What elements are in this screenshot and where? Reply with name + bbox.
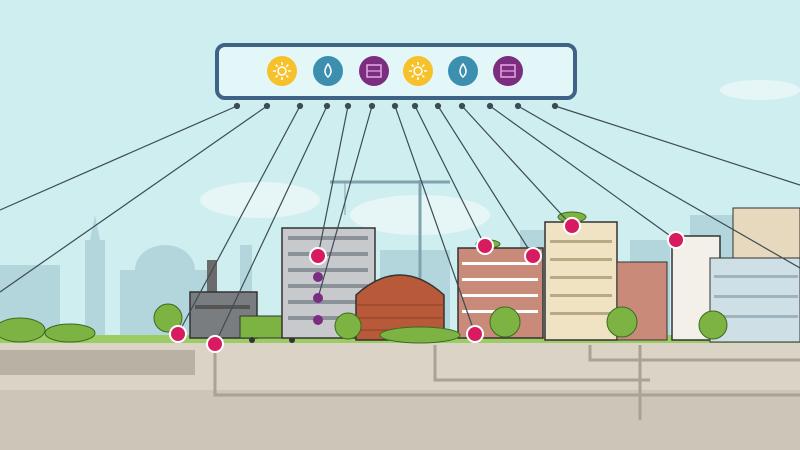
connector-dot bbox=[368, 102, 376, 110]
sensor-node bbox=[667, 231, 685, 249]
connection-line bbox=[214, 105, 328, 345]
water-drop-icon bbox=[448, 56, 478, 86]
connector-dot bbox=[486, 102, 494, 110]
connection-line bbox=[0, 105, 238, 211]
connector-dot bbox=[296, 102, 304, 110]
connector-dot bbox=[411, 102, 419, 110]
resource-panel bbox=[215, 43, 577, 100]
waste-sensor-node bbox=[313, 272, 323, 282]
connection-line bbox=[554, 105, 800, 186]
connection-line bbox=[317, 105, 349, 257]
underground-pipes bbox=[213, 345, 800, 420]
connector-dot bbox=[344, 102, 352, 110]
trees bbox=[0, 211, 728, 344]
connector-dot bbox=[458, 102, 466, 110]
connector-dot bbox=[514, 102, 522, 110]
sensor-node bbox=[476, 237, 494, 255]
connection-line bbox=[414, 105, 486, 247]
connection-line bbox=[317, 105, 373, 299]
waste-sensor-node bbox=[313, 315, 323, 325]
sensor-node bbox=[206, 335, 224, 353]
connector-dot bbox=[233, 102, 241, 110]
connector-dot bbox=[323, 102, 331, 110]
sensor-node bbox=[466, 325, 484, 343]
sun-icon bbox=[403, 56, 433, 86]
connection-line bbox=[517, 105, 800, 269]
bricks-icon bbox=[359, 56, 389, 86]
connector-dot bbox=[551, 102, 559, 110]
sensor-node bbox=[169, 325, 187, 343]
sensor-node bbox=[524, 247, 542, 265]
connection-line bbox=[489, 105, 677, 241]
water-drop-icon bbox=[313, 56, 343, 86]
sun-icon bbox=[267, 56, 297, 86]
connector-dot bbox=[434, 102, 442, 110]
sensor-node bbox=[563, 217, 581, 235]
connector-dot bbox=[391, 102, 399, 110]
connection-line bbox=[177, 105, 301, 335]
sensors bbox=[169, 217, 685, 353]
connection-lines bbox=[0, 102, 800, 345]
connection-line bbox=[394, 105, 476, 335]
sensor-node bbox=[309, 247, 327, 265]
connection-line bbox=[461, 105, 573, 227]
connection-line bbox=[0, 105, 268, 293]
waste-sensor-node bbox=[313, 293, 323, 303]
connector-dot bbox=[263, 102, 271, 110]
connection-line bbox=[437, 105, 534, 257]
bricks-icon bbox=[493, 56, 523, 86]
